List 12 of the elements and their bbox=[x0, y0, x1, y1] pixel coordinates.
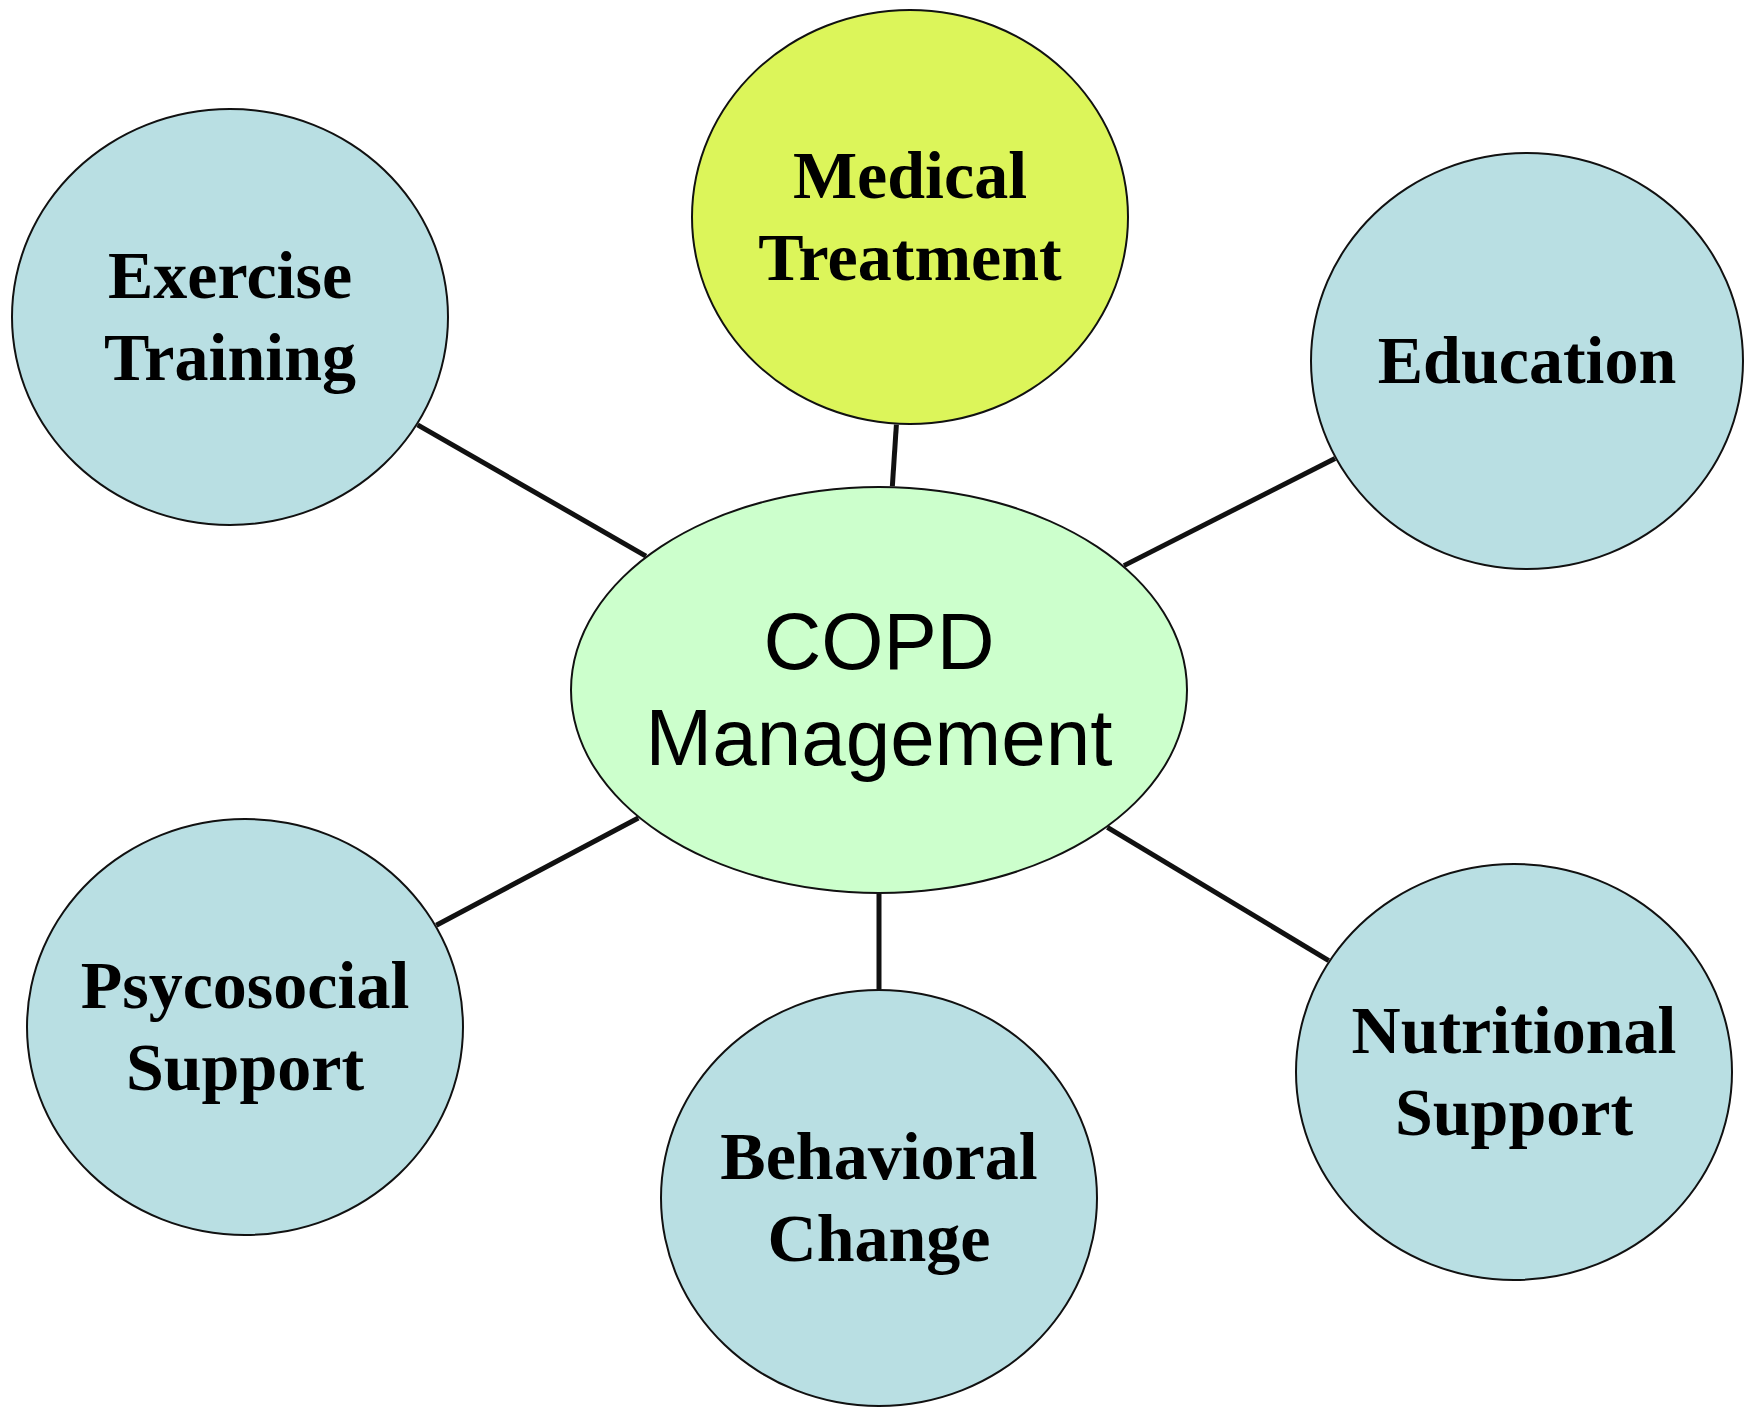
connector-line bbox=[889, 424, 899, 487]
connector-line bbox=[416, 422, 648, 559]
node-label: Nutritional Support bbox=[1350, 991, 1678, 1152]
node-label: Psycosocial Support bbox=[79, 946, 411, 1107]
node-label: Education bbox=[1376, 321, 1678, 401]
node-label: Behavioral Change bbox=[719, 1117, 1039, 1278]
node-label: Exercise Training bbox=[103, 236, 357, 397]
connector-line bbox=[876, 894, 882, 989]
node-label: Medical Treatment bbox=[757, 136, 1063, 297]
connector-line bbox=[435, 815, 640, 928]
connector-line bbox=[1122, 456, 1337, 568]
node-label: COPD Management bbox=[644, 596, 1114, 784]
